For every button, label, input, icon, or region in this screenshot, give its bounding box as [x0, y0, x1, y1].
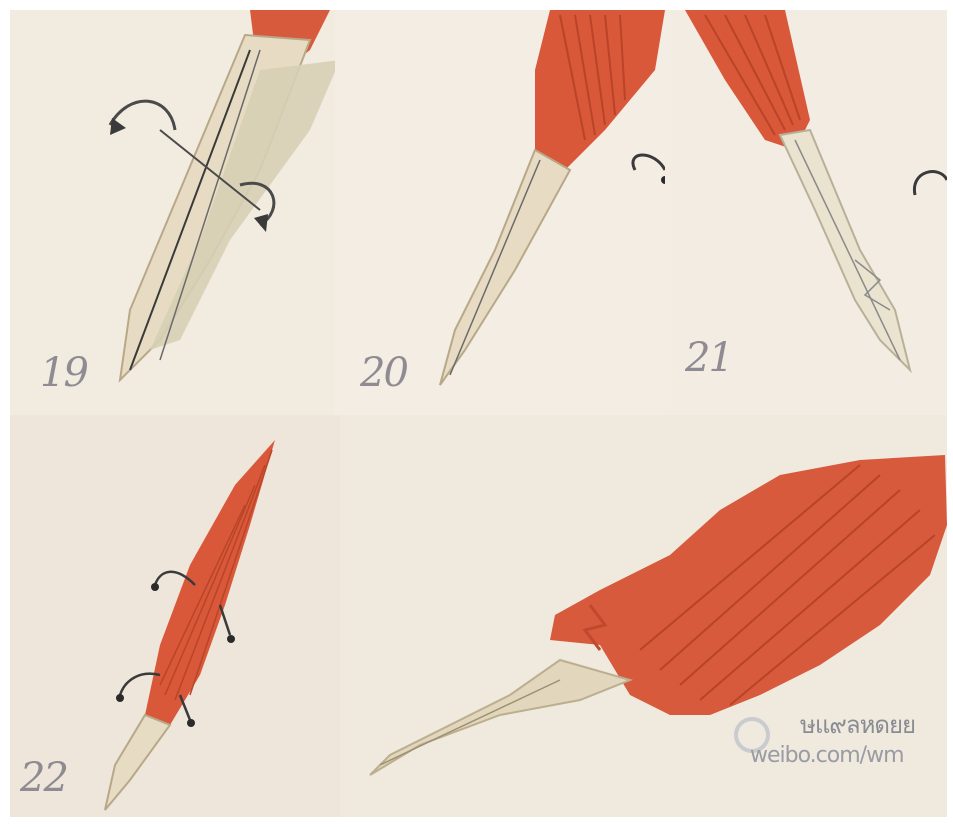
- step-number: 19: [40, 350, 87, 396]
- step-number: 20: [360, 350, 407, 396]
- step-number: 22: [20, 755, 67, 801]
- watermark-name: ษแ๙ลหดยย: [800, 705, 915, 744]
- watermark-url: weibo.com/wm: [750, 743, 904, 768]
- rotate-arrow-icon: [633, 155, 665, 170]
- pull-arrow-icon: [220, 605, 230, 635]
- origami-instruction-sheet: 19 20 21: [10, 10, 947, 817]
- finished-model-photo: ษแ๙ลหดยย weibo.com/wm: [340, 415, 947, 817]
- step-21-panel: 21: [665, 10, 947, 415]
- step-20-panel: 20: [335, 10, 665, 415]
- step-22-panel: 22: [10, 415, 340, 817]
- step-19-panel: 19: [10, 10, 335, 415]
- rotate-arrow-icon: [914, 172, 947, 195]
- step-number: 21: [685, 335, 732, 381]
